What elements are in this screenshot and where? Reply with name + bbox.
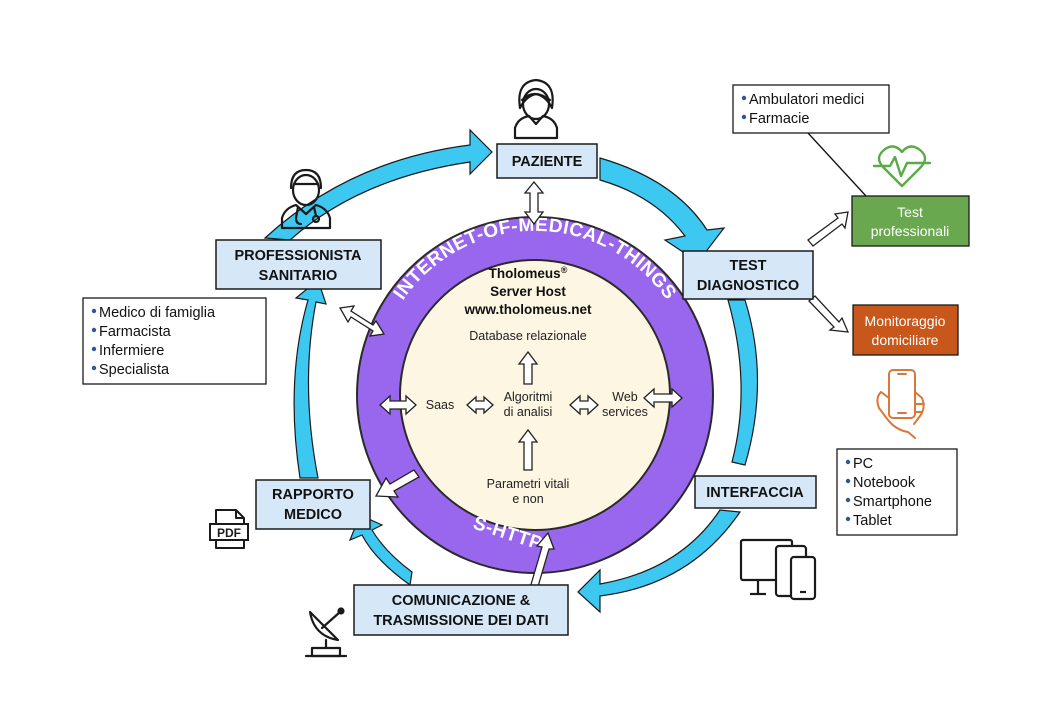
- patient-icon: [513, 78, 559, 140]
- cycle-arrow-interfaccia-to-comm: [577, 509, 742, 614]
- ambulatori-connector: [807, 132, 867, 197]
- list-item: Medico di famiglia: [99, 305, 216, 321]
- box-test-professionali: Test professionali: [851, 195, 970, 247]
- professionista-line1: PROFESSIONISTA: [234, 248, 362, 264]
- box-monitoraggio: Monitoraggio domiciliare: [852, 304, 959, 356]
- server-url: www.tholomeus.net: [463, 302, 592, 317]
- test-diagnostico-line1: TEST: [729, 258, 766, 274]
- doctor-icon: [280, 168, 332, 230]
- saas-algo-double-arrow: [466, 395, 494, 415]
- test-diagnostico-line2: DIAGNOSTICO: [697, 278, 799, 294]
- list-devices: PC Notebook Smartphone Tablet: [836, 448, 958, 536]
- node-interfaccia: INTERFACCIA: [694, 475, 817, 509]
- heart-monitor-icon: [872, 145, 932, 188]
- pdf-icon: PDF: [209, 509, 249, 549]
- params-to-algo-arrow: [517, 428, 539, 471]
- webservices-label-2: services: [602, 405, 648, 419]
- inner-arrows: [338, 180, 850, 591]
- server-core: Tholomeus® Server Host www.tholomeus.net…: [426, 265, 648, 506]
- list-item: PC: [853, 456, 873, 472]
- algorithms-label-2: di analisi: [504, 405, 553, 419]
- professionista-line2: SANITARIO: [259, 268, 338, 284]
- devices-icon: [739, 538, 817, 601]
- cycle-arrow-test-to-interfaccia: [727, 299, 759, 466]
- test-to-prof-arrow: [807, 211, 849, 247]
- saas-double-arrow: [379, 394, 417, 416]
- node-rapporto-medico: RAPPORTO MEDICO: [255, 479, 371, 530]
- test-to-monitor-arrow: [808, 295, 850, 333]
- cycle-arrow-prof-to-paziente: [263, 128, 493, 241]
- comunicazione-line1: COMUNICAZIONE &: [392, 593, 531, 609]
- pdf-icon-label: PDF: [217, 526, 241, 540]
- saas-label: Saas: [426, 398, 455, 412]
- server-brand: Tholomeus®: [489, 265, 568, 281]
- algo-to-db-arrow: [517, 350, 539, 385]
- list-item: Specialista: [99, 362, 170, 378]
- cycle-arrow-rapporto-to-prof: [293, 278, 327, 479]
- rapporto-line1: RAPPORTO: [272, 487, 354, 503]
- list-item: Smartphone: [853, 494, 932, 510]
- webservices-label-1: Web: [612, 390, 638, 404]
- test-prof-line2: professionali: [871, 223, 950, 239]
- node-comunicazione: COMUNICAZIONE & TRASMISSIONE DEI DATI: [353, 584, 569, 636]
- algo-web-double-arrow: [569, 394, 599, 416]
- list-item: Notebook: [853, 475, 916, 491]
- node-paziente: PAZIENTE: [496, 143, 598, 179]
- list-item: Farmacista: [99, 324, 172, 340]
- list-item: Tablet: [853, 513, 892, 529]
- list-test-locations: Ambulatori medici Farmacie: [732, 84, 890, 134]
- database-label: Database relazionale: [469, 329, 586, 343]
- algorithms-label-1: Algoritmi: [504, 390, 553, 404]
- interfaccia-label: INTERFACCIA: [706, 485, 804, 501]
- params-label-2: e non: [512, 492, 543, 506]
- test-prof-line1: Test: [897, 204, 923, 220]
- list-item: Farmacie: [749, 111, 809, 127]
- web-double-arrow: [643, 387, 683, 409]
- list-item: Infermiere: [99, 343, 164, 359]
- monitor-line1: Monitoraggio: [865, 313, 946, 329]
- prof-ring-double-arrow: [338, 305, 386, 337]
- paziente-label: PAZIENTE: [512, 154, 583, 170]
- list-item: Ambulatori medici: [749, 92, 864, 108]
- server-host: Server Host: [490, 284, 566, 299]
- cycle-arrows: [263, 128, 759, 614]
- monitor-line2: domiciliare: [872, 332, 939, 348]
- node-test-diagnostico: TEST DIAGNOSTICO: [682, 250, 814, 300]
- node-professionista: PROFESSIONISTA SANITARIO: [215, 239, 382, 290]
- satellite-dish-icon: [304, 607, 348, 658]
- ring-to-rapporto-arrow: [374, 469, 420, 498]
- comunicazione-line2: TRASMISSIONE DEI DATI: [373, 613, 548, 629]
- paziente-ring-double-arrow: [523, 180, 545, 226]
- rapporto-line2: MEDICO: [284, 507, 342, 523]
- params-label-1: Parametri vitali: [487, 477, 570, 491]
- hand-phone-icon: [876, 369, 925, 439]
- list-professionals: Medico di famiglia Farmacista Infermiere…: [82, 297, 267, 385]
